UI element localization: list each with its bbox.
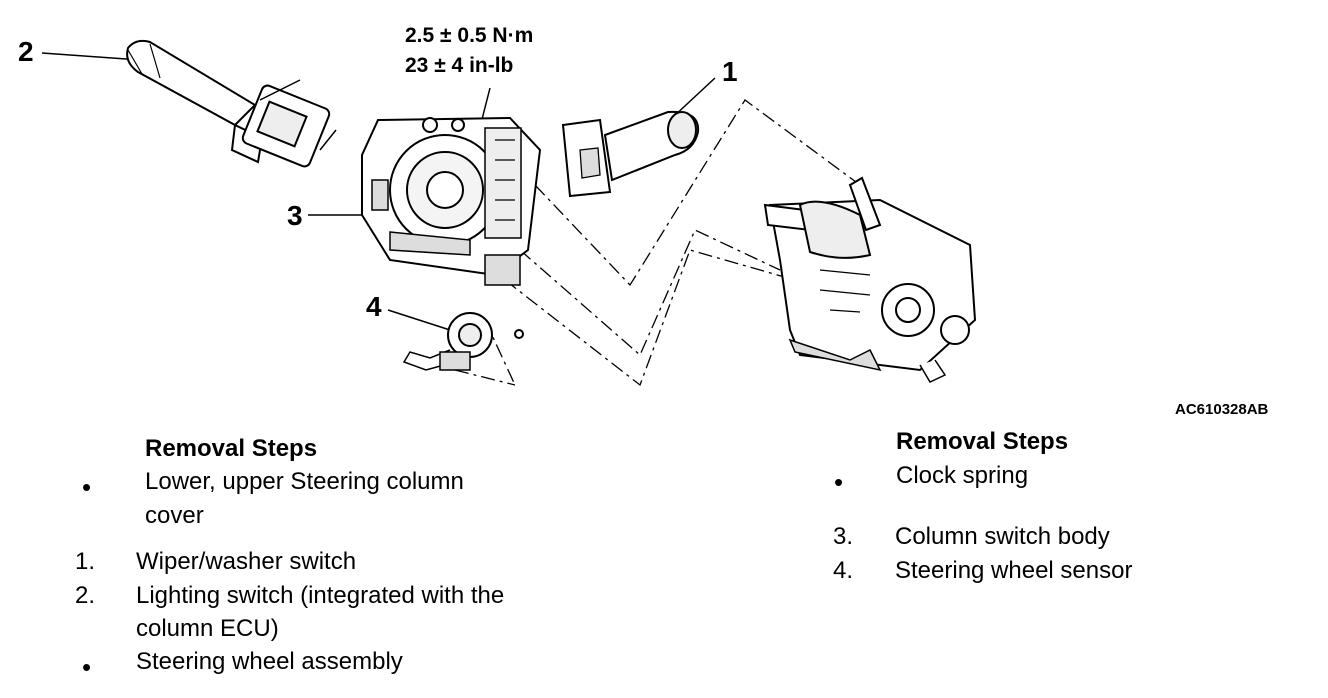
right-bullet-item-1: Clock spring	[896, 462, 1029, 489]
lighting-switch-drawing	[126, 39, 337, 168]
wiper-washer-switch-drawing	[561, 110, 700, 198]
callout-3: 3	[287, 200, 303, 231]
left-item-2-line2: column ECU)	[136, 615, 279, 642]
leader-line-2	[41, 52, 141, 61]
left-bullet-item-1-line2: cover	[145, 502, 204, 529]
left-list-heading: Removal Steps	[145, 435, 318, 462]
right-item-4-text: Steering wheel sensor	[895, 557, 1133, 584]
column-switch-body-drawing	[361, 116, 542, 286]
steering-column-drawing	[763, 176, 977, 383]
callout-2: 2	[18, 36, 34, 67]
right-list-heading: Removal Steps	[896, 428, 1069, 455]
left-bullet-item-2: Steering wheel assembly	[136, 648, 403, 675]
figure-code: AC610328AB	[1175, 401, 1269, 418]
left-item-1-text: Wiper/washer switch	[136, 548, 357, 575]
right-item-3-text: Column switch body	[895, 523, 1110, 550]
left-item-1-num: 1.	[75, 548, 96, 575]
callout-4: 4	[366, 291, 382, 322]
right-item-4-num: 4.	[833, 557, 854, 584]
assembly-lines	[454, 99, 861, 387]
torque-spec-inlb: 23 ± 4 in-lb	[405, 54, 514, 77]
left-item-2-num: 2.	[75, 582, 96, 609]
callout-1: 1	[722, 56, 738, 87]
leader-line-4	[387, 309, 451, 331]
torque-spec-nm: 2.5 ± 0.5 N·m	[405, 24, 534, 47]
left-bullet-item-1-line1: Lower, upper Steering column	[145, 468, 464, 495]
column-switch-exploded-diagram	[41, 39, 977, 387]
left-item-2-line1: Lighting switch (integrated with the	[136, 582, 505, 609]
steering-wheel-sensor-drawing	[402, 312, 524, 371]
right-item-3-num: 3.	[833, 523, 854, 550]
bullet-icon: •	[82, 472, 92, 502]
bullet-icon: •	[82, 652, 92, 682]
bullet-icon: •	[834, 467, 844, 497]
